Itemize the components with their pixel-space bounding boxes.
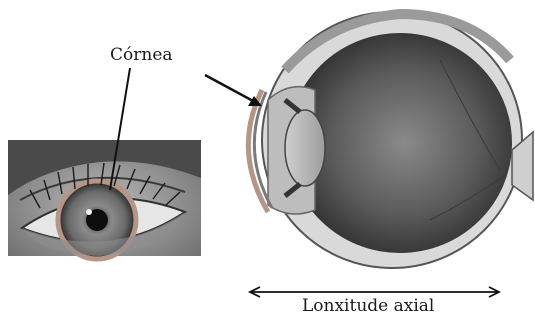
cornea-arrow xyxy=(205,75,262,106)
eye-front-photo xyxy=(8,140,201,259)
eyeball-cross-section xyxy=(248,12,533,268)
axial-length-arrow xyxy=(250,287,499,297)
